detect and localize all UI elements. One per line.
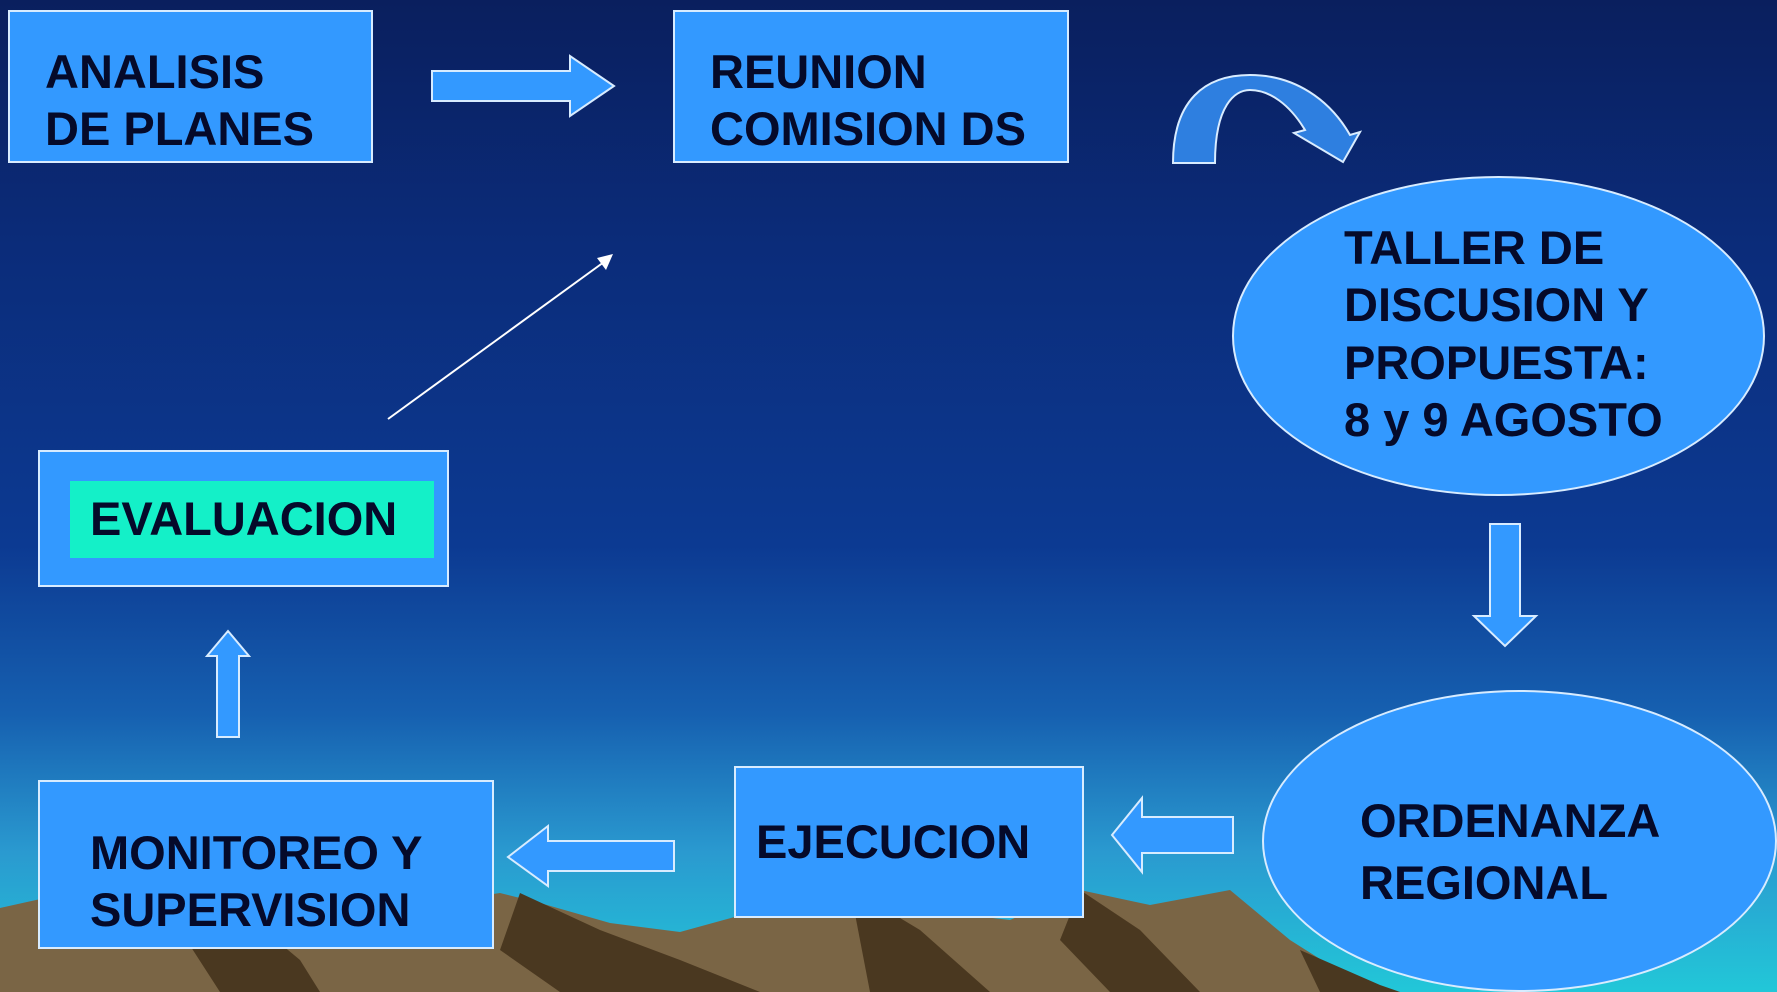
node-ejecucion: EJECUCION	[734, 766, 1084, 918]
node-analisis-line-2: DE PLANES	[45, 102, 314, 155]
node-ordenanza: ORDENANZA REGIONAL	[1262, 690, 1777, 992]
evaluacion-highlight	[70, 481, 434, 558]
arrow-up-icon	[204, 629, 252, 738]
thin-arrow-icon	[387, 254, 613, 420]
node-analisis-line-1: ANALISIS	[45, 45, 265, 98]
node-taller-line-4: 8 y 9 AGOSTO	[1344, 393, 1663, 446]
node-analisis: ANALISIS DE PLANES	[8, 10, 373, 163]
node-monitoreo: MONITOREO Y SUPERVISION	[38, 780, 494, 949]
node-taller-line-2: DISCUSION Y	[1344, 278, 1649, 331]
node-taller-line-1: TALLER DE	[1344, 221, 1605, 274]
node-taller-line-3: PROPUESTA:	[1344, 336, 1649, 389]
arrow-down-icon	[1471, 523, 1539, 648]
arrow-left-icon	[1110, 795, 1234, 875]
arrow-left-icon	[506, 823, 675, 888]
arrow-right-icon	[431, 54, 616, 118]
node-ordenanza-line-1: ORDENANZA	[1360, 794, 1661, 847]
node-monitoreo-line-2: SUPERVISION	[90, 883, 411, 936]
node-monitoreo-line-1: MONITOREO Y	[90, 826, 423, 879]
node-evaluacion-label: EVALUACION	[90, 492, 398, 545]
node-ejecucion-label: EJECUCION	[756, 815, 1031, 868]
node-reunion-line-1: REUNION	[710, 45, 927, 98]
node-evaluacion: EVALUACION	[38, 450, 449, 587]
node-taller: TALLER DE DISCUSION Y PROPUESTA: 8 y 9 A…	[1232, 176, 1765, 496]
curved-arrow-icon	[1171, 73, 1363, 164]
node-ordenanza-line-2: REGIONAL	[1360, 856, 1609, 909]
node-reunion: REUNION COMISION DS	[673, 10, 1069, 163]
node-reunion-line-2: COMISION DS	[710, 102, 1026, 155]
